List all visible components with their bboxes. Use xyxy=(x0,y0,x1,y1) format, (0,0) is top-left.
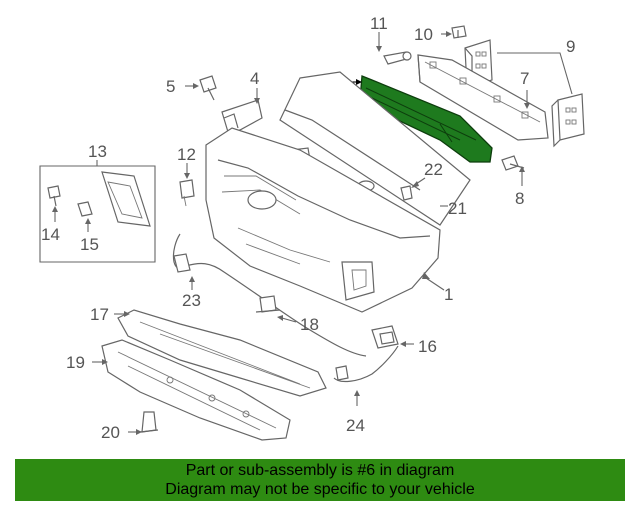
part-14-screw[interactable] xyxy=(47,185,61,207)
callout-21: 21 xyxy=(448,199,467,218)
part-17-lower-cover[interactable] xyxy=(117,309,327,397)
banner-line-2: Diagram may not be specific to your vehi… xyxy=(165,481,475,498)
part-8-bolt[interactable] xyxy=(501,155,525,171)
callout-13: 13 xyxy=(88,142,107,161)
part-4-side-retainer[interactable] xyxy=(221,99,263,133)
callout-8: 8 xyxy=(515,189,524,208)
callout-23: 23 xyxy=(182,291,201,310)
callout-17: 17 xyxy=(90,305,109,324)
callout-1: 1 xyxy=(444,285,453,304)
callout-7: 7 xyxy=(520,69,529,88)
part-1-front-bumper-cover[interactable] xyxy=(205,127,441,313)
part-9-bracket-lower[interactable] xyxy=(551,93,585,148)
part-19-engine-under-cover[interactable] xyxy=(101,339,291,441)
callout-9: 9 xyxy=(566,37,575,56)
callout-19: 19 xyxy=(66,353,85,372)
banner-line-1: Part or sub-assembly is #6 in diagram xyxy=(185,462,455,479)
part-20-clip[interactable] xyxy=(139,411,159,433)
part-16-sensor-bracket[interactable] xyxy=(371,325,399,349)
callout-5: 5 xyxy=(166,77,175,96)
part-18-retainer[interactable] xyxy=(255,295,281,313)
part-7-bumper-reinforcement[interactable] xyxy=(417,54,549,141)
callout-24: 24 xyxy=(346,416,365,435)
parts-diagram: 9 7 6 11 10 8 21 xyxy=(39,14,585,442)
part-5-screw[interactable] xyxy=(199,75,217,101)
callout-20: 20 xyxy=(101,423,120,442)
callout-22: 22 xyxy=(424,160,443,179)
callout-15: 15 xyxy=(80,235,99,254)
part-21-upper-grille-panel[interactable] xyxy=(279,71,471,226)
part-15-nut[interactable] xyxy=(77,201,93,217)
callout-14: 14 xyxy=(41,225,60,244)
part-12-sensor[interactable] xyxy=(179,179,195,207)
callout-4: 4 xyxy=(250,69,259,88)
callout-16: 16 xyxy=(418,337,437,356)
callout-10: 10 xyxy=(414,25,433,44)
callout-11: 11 xyxy=(370,14,388,33)
callout-18: 18 xyxy=(300,315,319,334)
part-22-clip[interactable] xyxy=(400,185,413,201)
part-13-license-plate-bracket[interactable] xyxy=(101,171,151,227)
part-10-screw[interactable] xyxy=(451,25,467,39)
part-11-bolt[interactable] xyxy=(383,51,412,65)
callout-12: 12 xyxy=(177,145,196,164)
part-24-sensor-harness[interactable] xyxy=(333,345,399,383)
part-13-license-plate-bracket-box xyxy=(39,165,156,263)
info-banner: Part or sub-assembly is #6 in diagram Di… xyxy=(15,459,625,501)
